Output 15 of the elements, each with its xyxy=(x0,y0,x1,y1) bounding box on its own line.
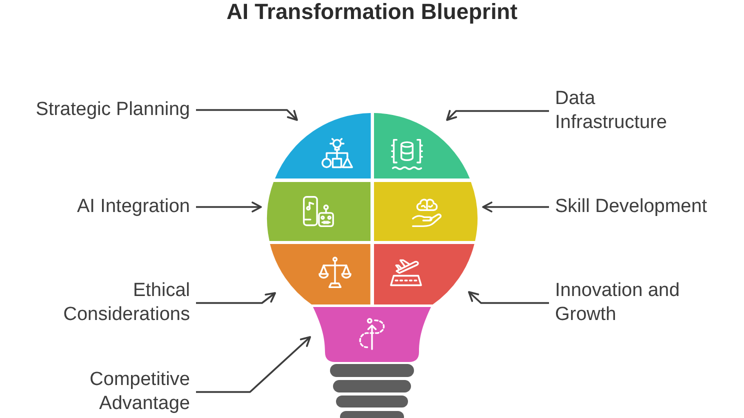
arrow xyxy=(196,109,298,121)
callout-label: AI Integration xyxy=(76,195,190,219)
arrow xyxy=(446,110,549,121)
arrow xyxy=(468,291,549,304)
callout-label: Innovation and Growth xyxy=(555,279,687,327)
callout-label: Ethical Considerations xyxy=(55,279,190,327)
callout-label: Competitive Advantage xyxy=(78,368,190,416)
callout-label: Skill Development xyxy=(555,195,708,219)
arrow xyxy=(196,202,262,212)
arrow xyxy=(196,336,311,393)
callout-label: Data Infrastructure xyxy=(555,87,680,135)
diagram-title: AI Transformation Blueprint xyxy=(226,0,518,24)
callout-label: Strategic Planning xyxy=(36,98,190,122)
arrow xyxy=(196,292,276,304)
arrow xyxy=(482,202,549,212)
